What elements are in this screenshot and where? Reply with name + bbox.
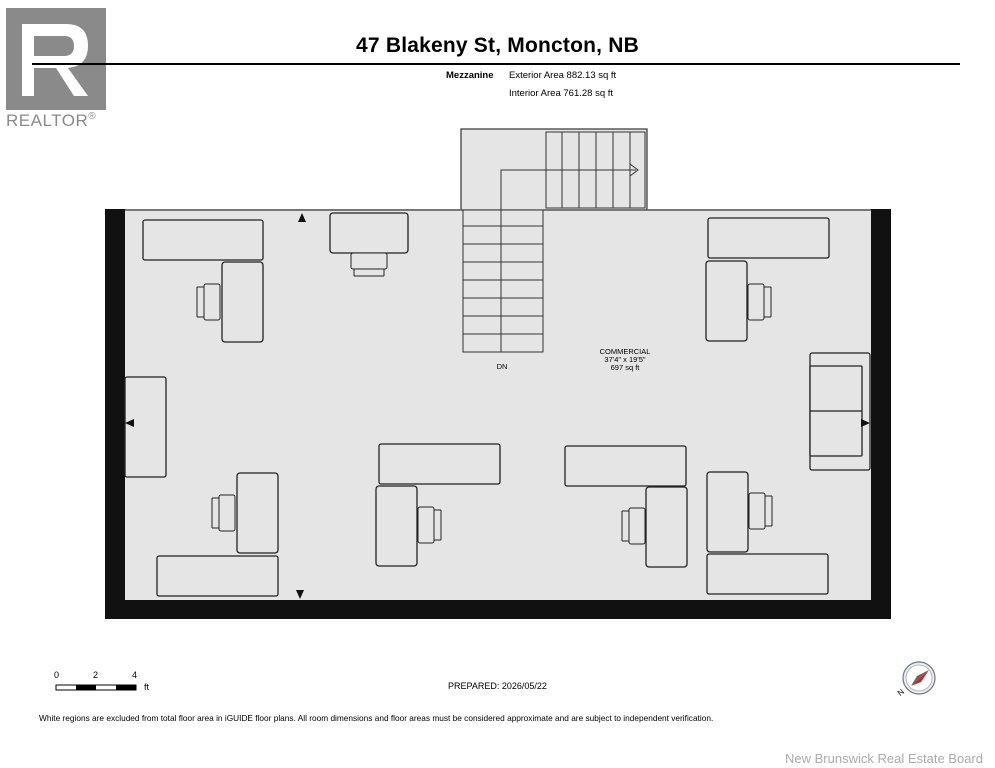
room-area: 697 sq ft bbox=[610, 363, 640, 372]
desk-center-left-return bbox=[375, 485, 418, 567]
opening-arrow-bottom-icon bbox=[296, 590, 304, 599]
chair-1 bbox=[196, 283, 221, 321]
desk-center-right-return bbox=[645, 486, 688, 568]
stair-down-label: DN bbox=[496, 362, 508, 371]
scale-unit: ft bbox=[144, 682, 150, 692]
wall-right bbox=[871, 209, 891, 619]
desk-bottom-left-return bbox=[236, 472, 279, 554]
chair-6 bbox=[621, 507, 646, 545]
chair-3 bbox=[747, 283, 772, 321]
title-divider bbox=[32, 63, 960, 65]
room-name: COMMERCIAL bbox=[599, 347, 651, 356]
desk-top-left-return bbox=[221, 261, 264, 343]
desk-top-right-return bbox=[705, 260, 748, 342]
desk-top-left-long bbox=[142, 219, 264, 261]
interior-area: Interior Area 761.28 sq ft bbox=[509, 88, 614, 99]
scale-label-0: 0 bbox=[54, 670, 60, 680]
wall-left bbox=[105, 209, 125, 619]
realtor-wordmark: REALTOR® bbox=[6, 111, 97, 130]
cabinet-left-wall bbox=[124, 376, 167, 478]
desk-center-left-long bbox=[378, 443, 501, 485]
desk-top-center bbox=[329, 212, 409, 254]
scale-bar: 0 2 4 ft bbox=[50, 670, 160, 696]
desk-bottom-left-long bbox=[156, 555, 279, 597]
opening-arrow-top-icon bbox=[298, 213, 306, 222]
desk-bottom-right-return bbox=[706, 471, 749, 553]
opening-arrow-right-icon bbox=[861, 419, 870, 427]
scale-label-4: 4 bbox=[132, 670, 138, 680]
chair-7 bbox=[748, 492, 773, 530]
chair-2 bbox=[350, 252, 388, 277]
desk-top-right-long bbox=[707, 217, 830, 259]
compass-icon: N bbox=[896, 658, 940, 700]
realtor-logo-icon bbox=[4, 6, 116, 136]
stair-direction-line bbox=[500, 169, 636, 352]
stair-lower-run bbox=[462, 209, 544, 353]
board-watermark: New Brunswick Real Estate Board bbox=[785, 751, 983, 766]
stair-arrow-icon bbox=[629, 163, 639, 177]
chair-5 bbox=[417, 506, 442, 544]
room-dimensions: 37'4" x 19'5" bbox=[604, 355, 646, 364]
opening-arrow-left-icon bbox=[125, 419, 134, 427]
disclaimer-text: White regions are excluded from total fl… bbox=[39, 713, 714, 723]
level-name: Mezzanine bbox=[446, 70, 494, 81]
exterior-area: Exterior Area 882.13 sq ft bbox=[509, 70, 617, 81]
prepared-date: PREPARED: 2026/05/22 bbox=[448, 681, 547, 691]
scale-label-2: 2 bbox=[93, 670, 99, 680]
wall-bottom bbox=[105, 600, 891, 619]
desk-center-right-long bbox=[564, 445, 687, 487]
desk-bottom-right-long bbox=[706, 553, 829, 595]
page-title: 47 Blakeny St, Moncton, NB bbox=[356, 34, 639, 57]
scale-bar-graphic bbox=[55, 684, 137, 691]
chair-4 bbox=[211, 494, 236, 532]
